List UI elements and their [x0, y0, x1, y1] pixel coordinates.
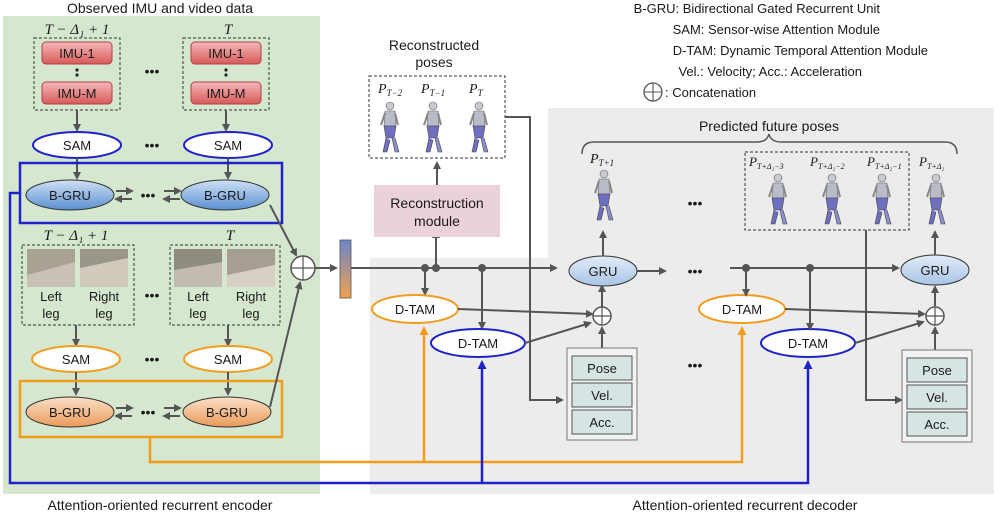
vel-feature-2-label: Vel. [926, 390, 948, 405]
legend-concat: : Concatenation [665, 85, 756, 100]
reconstruction-module-box [374, 185, 500, 237]
legend-sam: SAM: Sensor-wise Attention Module [673, 22, 880, 37]
vel-feature-1-label: Vel. [591, 388, 613, 403]
recon-pose-label-3: PT [468, 82, 484, 98]
pose-feature-1-label: Pose [587, 361, 617, 376]
bgru-imu-end-label: B-GRU [204, 188, 246, 203]
gru-last-label: GRU [921, 263, 950, 278]
reconstruction-module-label-2: module [414, 213, 460, 229]
recon-pose-figure-2 [423, 101, 443, 153]
video-group-end [169, 244, 281, 326]
imu-1-box-start [41, 41, 113, 65]
recon-pose-label-2: PT−1 [420, 82, 445, 98]
vel-feature-1 [571, 382, 633, 408]
bgru-video-start-label: B-GRU [49, 405, 91, 420]
imu-m-label-end: IMU-M [207, 86, 246, 101]
sam-imu-end-label: SAM [214, 138, 242, 153]
right-leg-label-end-2: leg [242, 306, 259, 321]
later-poses-group [744, 151, 910, 231]
blue-attention-path [8, 191, 813, 485]
predicted-poses-title: Predicted future poses [699, 118, 839, 134]
dtam-blue-1-label: D-TAM [458, 336, 498, 351]
acc-feature-1 [571, 409, 633, 435]
pred-pose-last-label: PT+Δ₂ [918, 154, 944, 171]
pred-pose-label-3: PT+Δ₂−2 [809, 154, 845, 171]
bgru-imu-end [180, 179, 270, 211]
video-window-end-label: T [226, 228, 236, 244]
sam-imu-ellipsis: ••• [145, 137, 160, 153]
bgru-video-end [182, 396, 272, 428]
imu-m-label-start: IMU-M [58, 86, 97, 101]
acc-feature-2-label: Acc. [924, 417, 949, 432]
recon-pose-figure-1 [380, 101, 400, 153]
bgru-video-end-label: B-GRU [206, 405, 248, 420]
dtam-blue-2-label: D-TAM [788, 336, 828, 351]
pose-feature-2 [906, 357, 968, 383]
acc-feature-2 [906, 411, 968, 437]
reconstruction-module-label-1: Reconstruction [390, 195, 483, 211]
imu-ellipsis: ••• [145, 63, 160, 79]
right-leg-label-start-2: leg [95, 306, 112, 321]
left-leg-label-end-1: Left [187, 289, 209, 304]
reconstructed-poses-title-2: poses [415, 54, 452, 70]
imu-m-box-start [41, 81, 113, 105]
sam-video-start-label: SAM [62, 352, 90, 367]
pred-pose-ellipsis: ••• [688, 195, 703, 211]
left-leg-label-start-1: Left [40, 289, 62, 304]
gru-chain-ellipsis: ••• [688, 263, 703, 279]
recon-pose-label-1: PT−2 [377, 82, 403, 98]
imu-window-start-label: T − Δ₁ + 1 [45, 22, 110, 38]
imu-1-label-start: IMU-1 [59, 46, 94, 61]
pred-pose-first-label: PT+1 [589, 152, 614, 168]
bgru-imu-ellipsis: ••• [141, 187, 156, 203]
encoded-feature-vector [339, 239, 352, 299]
orange-attention-path [148, 326, 747, 464]
right-leg-label-end-1: Right [236, 289, 267, 304]
vel-feature-2 [906, 384, 968, 410]
dtam-ellipsis: ••• [688, 357, 703, 373]
sam-video-end-label: SAM [214, 352, 242, 367]
imu-window-end-label: T [224, 22, 234, 38]
dtam-orange-1-label: D-TAM [395, 302, 435, 317]
pose-feature-2-label: Pose [922, 363, 952, 378]
reconstructed-poses-title-1: Reconstructed [389, 37, 479, 53]
legend-dtam: D-TAM: Dynamic Temporal Attention Module [673, 43, 928, 58]
left-leg-label-end-2: leg [189, 306, 206, 321]
encoder-caption: Attention-oriented recurrent encoder [48, 497, 273, 513]
right-leg-label-start-1: Right [89, 289, 120, 304]
predicted-poses-brace [581, 133, 958, 155]
imu-m-box-end [190, 81, 262, 105]
sam-video-ellipsis: ••• [145, 351, 160, 367]
gru-1-label: GRU [589, 264, 618, 279]
pred-pose-label-2: PT+Δ₂−3 [748, 154, 784, 171]
video-window-start-label: T − Δ₁ + 1 [44, 228, 109, 244]
encoder-input-title: Observed IMU and video data [67, 0, 253, 16]
pred-pose-label-4: PT+Δ₂−1 [866, 154, 902, 171]
acc-feature-1-label: Acc. [589, 415, 614, 430]
bgru-imu-start-label: B-GRU [49, 188, 91, 203]
imu-1-label-end: IMU-1 [208, 46, 243, 61]
video-ellipsis: ••• [145, 287, 160, 303]
left-leg-label-start-2: leg [42, 306, 59, 321]
sam-imu-start-label: SAM [63, 138, 91, 153]
pose-feature-1 [571, 355, 633, 381]
decoder-background-left [370, 258, 548, 494]
legend-bgru: B-GRU: Bidirectional Gated Recurrent Uni… [634, 1, 881, 16]
decoder-caption: Attention-oriented recurrent decoder [633, 497, 858, 513]
video-group-start [21, 244, 135, 326]
recon-pose-figure-3 [469, 101, 489, 153]
bgru-video-ellipsis: ••• [141, 404, 156, 420]
imu-1-box-end [190, 41, 262, 65]
legend-vel: Vel.: Velocity; Acc.: Acceleration [678, 64, 862, 79]
dtam-orange-2-label: D-TAM [722, 302, 762, 317]
